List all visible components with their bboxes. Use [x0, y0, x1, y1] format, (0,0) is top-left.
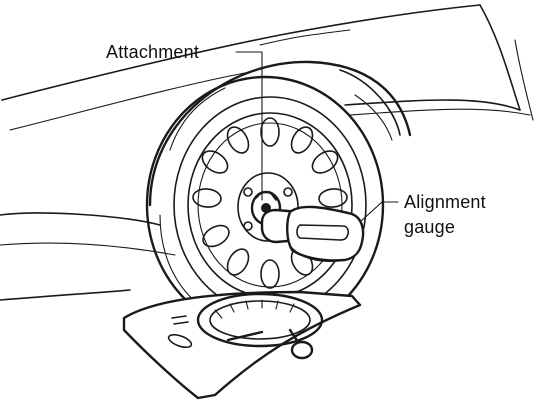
- attachment-label: Attachment: [106, 42, 199, 62]
- alignment-gauge-label-line2: gauge: [404, 217, 455, 237]
- attachment-leader-line: [235, 51, 263, 201]
- rim-holes: [192, 117, 348, 289]
- alignment-gauge-label-line1: Alignment: [404, 192, 486, 212]
- alignment-gauge-leader-line: [359, 201, 399, 223]
- car-body: [0, 4, 534, 301]
- wheel-arch: [148, 60, 412, 207]
- turntable-plate: [122, 290, 362, 400]
- alignment-gauge: [260, 205, 365, 262]
